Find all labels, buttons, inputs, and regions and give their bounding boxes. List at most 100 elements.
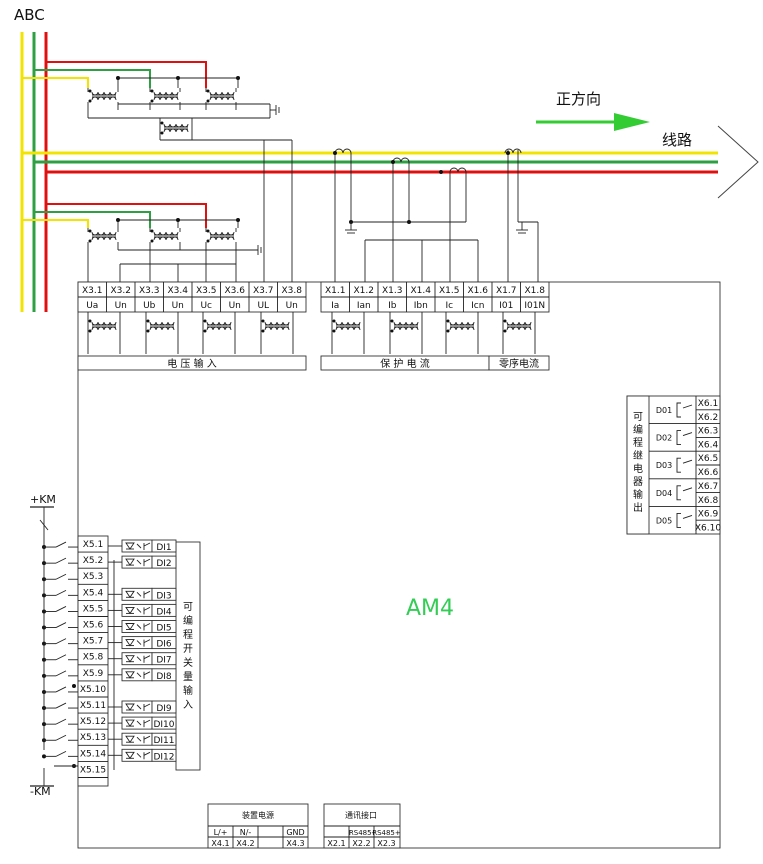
current-terminal-code: X1.2: [354, 286, 374, 296]
current-terminal-name: Ia: [331, 301, 339, 311]
voltage-terminal-code: X3.2: [111, 286, 131, 296]
voltage-terminal-name: Un: [286, 301, 298, 311]
relay-contact-icon: [676, 402, 681, 418]
di-terminal-code: X5.2: [83, 556, 103, 566]
internal-transformers: [87, 312, 536, 354]
voltage-terminal-code: X3.6: [225, 286, 246, 296]
relay-terminal-code: X6.10: [695, 523, 721, 533]
di-terminal-code: X5.1: [83, 540, 103, 550]
digital-input-title: 可编程开关量输入: [183, 602, 193, 711]
current-terminal-name: Ib: [388, 301, 397, 311]
transformer-icon: [88, 89, 117, 103]
di-label: DI8: [156, 672, 172, 682]
current-terminal-name: Icn: [471, 301, 484, 311]
di-label: DI11: [153, 736, 174, 746]
bus-label: ABC: [14, 6, 45, 24]
power-terminal-code: X4.1: [211, 839, 229, 848]
relay-contact-icon: [676, 457, 681, 473]
di-label: DI10: [153, 720, 174, 730]
voltage-group-bar: [77, 355, 307, 371]
voltage-group-label: 电 压 输 入: [167, 357, 217, 370]
transformer-icon: [332, 319, 361, 333]
current-terminal-code: X1.3: [382, 286, 402, 296]
digital-input-block: X5.1X5.2X5.3X5.4X5.5X5.6X5.7X5.8X5.9X5.1…: [30, 506, 201, 787]
optocoupler-icon: DI7: [108, 652, 177, 666]
transformer-icon: [146, 319, 175, 333]
optocoupler-icon: DI11: [108, 732, 177, 746]
relay-output-block: D01X6.1X6.2D02X6.3X6.4D03X6.5X6.6D04X6.7…: [626, 395, 721, 535]
optocoupler-icon: DI3: [108, 587, 177, 601]
relay-terminal-code: X6.8: [698, 496, 719, 506]
current-terminal-name: I01: [499, 301, 513, 311]
transformer-icon: [390, 319, 419, 333]
relay-terminal-code: X6.4: [698, 441, 719, 451]
di-label: DI3: [156, 591, 171, 601]
di-label: DI1: [156, 543, 171, 553]
di-terminal-code: X5.4: [83, 588, 104, 598]
current-terminal-code: X1.8: [525, 286, 546, 296]
relay-contact-icon: [676, 512, 681, 528]
relay-terminal-code: X6.9: [698, 509, 719, 519]
voltage-terminal-name: Ua: [86, 301, 98, 311]
di-terminal-code: X5.3: [83, 572, 103, 582]
relay-terminal-code: X6.3: [698, 427, 718, 437]
di-label: DI9: [156, 704, 172, 714]
relay-output-name: D04: [656, 489, 672, 498]
power-terminal-code: X4.2: [236, 839, 254, 848]
direction-label: 正方向: [556, 90, 601, 108]
transformer-icon: [150, 229, 179, 243]
power-supply-block: [207, 803, 309, 849]
di-terminal-code: X5.15: [80, 765, 106, 775]
plus-km-label: +KM: [30, 493, 56, 506]
voltage-terminal-code: X3.1: [82, 286, 102, 296]
protect-group-label: 保 护 电 流: [380, 357, 430, 370]
current-terminal-name: Ibn: [414, 301, 428, 311]
di-terminal-code: X5.9: [83, 669, 104, 679]
voltage-terminal-name: Ub: [143, 301, 156, 311]
current-terminal-code: X1.1: [325, 286, 345, 296]
relay-terminal-code: X6.1: [698, 399, 718, 409]
di-label: DI4: [156, 607, 172, 617]
optocoupler-icon: DI9: [108, 700, 177, 714]
transformer-icon: [88, 229, 117, 243]
optocoupler-icon: DI12: [108, 748, 177, 762]
minus-km-label: -KM: [30, 785, 51, 798]
current-terminal-code: X1.4: [411, 286, 432, 296]
current-terminal-block: X1.1IaX1.2IanX1.3IbX1.4IbnX1.5IcX1.6IcnX…: [320, 281, 550, 313]
current-transformers: [333, 148, 539, 282]
comm-terminal-code: X2.2: [352, 839, 370, 848]
voltage-terminal-block: X3.1UaX3.2UnX3.3UbX3.4UnX3.5UcX3.6UnX3.7…: [77, 281, 307, 313]
transformer-icon: [203, 319, 232, 333]
transformer-icon: [446, 319, 475, 333]
di-terminal-code: X5.8: [83, 653, 104, 663]
di-terminal-code: X5.6: [83, 621, 104, 631]
transformer-icon: [206, 89, 235, 103]
relay-output-name: D02: [656, 434, 672, 443]
di-label: DI7: [156, 656, 171, 666]
current-terminal-name: I01N: [524, 301, 545, 311]
relay-terminal-code: X6.6: [698, 468, 719, 478]
optocoupler-icon: DI2: [108, 555, 177, 569]
voltage-terminal-name: Un: [115, 301, 127, 311]
current-terminal-name: Ian: [357, 301, 371, 311]
voltage-terminal-code: X3.3: [139, 286, 159, 296]
device-name: AM4: [406, 596, 454, 621]
di-terminal-code: X5.13: [80, 733, 106, 743]
relay-terminal-code: X6.7: [698, 482, 718, 492]
voltage-terminal-name: Uc: [200, 301, 212, 311]
voltage-terminal-code: X3.7: [253, 286, 273, 296]
optocoupler-icon: DI6: [108, 636, 177, 650]
di-terminal-code: X5.7: [83, 637, 103, 647]
transformer-icon: [88, 319, 117, 333]
di-label: DI5: [156, 624, 171, 634]
di-label: DI6: [156, 640, 172, 650]
transformer-icon: [150, 89, 179, 103]
voltage-terminal-name: Un: [229, 301, 241, 311]
relay-output-name: D03: [656, 461, 672, 470]
di-terminal-code: X5.5: [83, 604, 103, 614]
line-label: 线路: [662, 131, 692, 149]
power-supply-title: 装置电源: [242, 810, 274, 820]
voltage-terminal-name: Un: [172, 301, 184, 311]
